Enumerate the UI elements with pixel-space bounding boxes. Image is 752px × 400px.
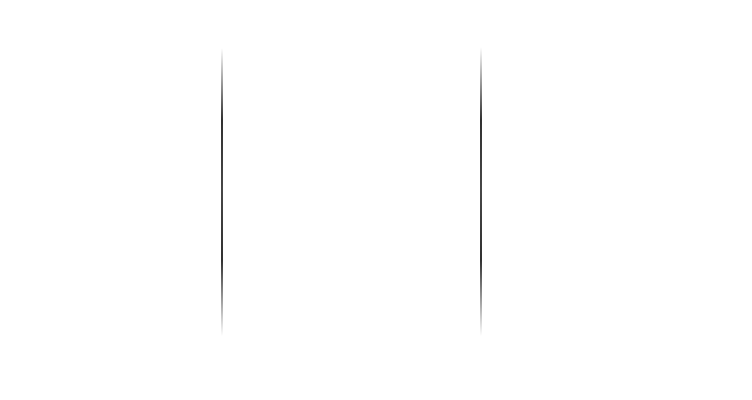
vertical-divider-right	[480, 47, 482, 336]
vertical-divider-left	[221, 48, 223, 336]
